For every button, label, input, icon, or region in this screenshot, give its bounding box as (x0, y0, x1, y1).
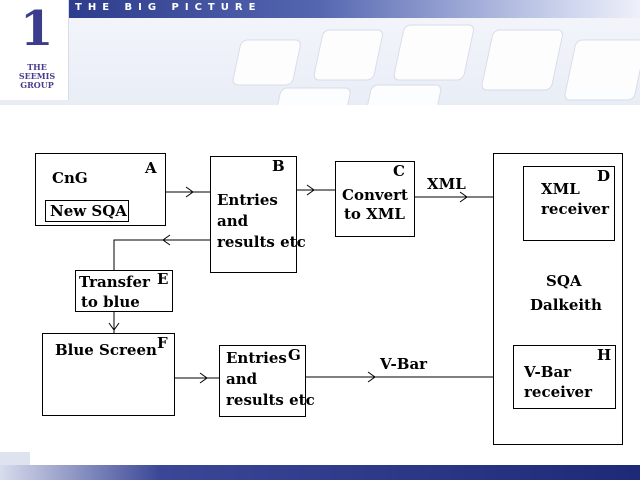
edge-g-h-arrowhead (367, 371, 376, 383)
node-b-letter: B (272, 157, 285, 175)
node-a-sublabel: New SQA (50, 202, 127, 220)
edge-f-g-arrowhead (199, 372, 208, 384)
node-e-letter: E (157, 270, 169, 288)
logo-numeral: 1 (20, 1, 54, 57)
seemis-logo: 1 THE SEEMIS GROUP (0, 0, 69, 100)
node-c-line-2: to XML (344, 205, 405, 223)
sqa-label-line-1: SQA (546, 272, 582, 290)
node-g-letter: G (288, 346, 301, 364)
keyboard-keys-graphic (232, 24, 640, 105)
node-a-subbox (45, 200, 129, 222)
node-g-line-1: Entries (226, 349, 287, 367)
node-h-vbar-receiver (513, 345, 616, 409)
node-b-line-3: results etc (217, 233, 306, 251)
edge-a-b-arrowhead (185, 186, 194, 198)
node-c-convert (335, 161, 415, 237)
node-d-line-1: XML (541, 180, 580, 198)
sqa-label-line-2: Dalkeith (530, 296, 602, 314)
edge-b-e-arrowhead (162, 234, 171, 246)
node-a-letter: A (145, 159, 157, 177)
node-g-line-2: and (226, 370, 258, 388)
node-h-letter: H (597, 346, 612, 364)
logo-line-2: SEEMIS (18, 71, 56, 81)
node-e-line-1: Transfer (79, 273, 150, 291)
node-g-line-3: results etc (226, 391, 315, 409)
node-e-line-2: to blue (81, 293, 140, 311)
node-b-line-1: Entries (217, 191, 278, 209)
node-b-entries (210, 156, 297, 273)
node-d-xml-receiver (523, 166, 615, 241)
edge-b-e (113, 239, 210, 270)
edge-label-vbar: V-Bar (380, 355, 428, 373)
banner-strip: THE BIG PICTURE (55, 0, 640, 18)
edge-c-d-arrowhead (459, 191, 468, 203)
node-e-transfer (75, 270, 173, 312)
banner-title: THE BIG PICTURE (75, 2, 262, 13)
node-a-label: CnG (52, 169, 88, 187)
node-c-letter: C (393, 162, 405, 180)
logo-line-3: GROUP (20, 80, 54, 90)
edge-b-c-arrowhead (306, 184, 315, 196)
node-f-label: Blue Screen (55, 341, 157, 359)
node-g-entries (219, 345, 306, 417)
node-d-letter: D (597, 167, 611, 185)
node-b-line-2: and (217, 212, 249, 230)
node-h-line-1: V-Bar (524, 363, 572, 381)
node-f-blue-screen (42, 333, 175, 416)
logo-line-1: THE (27, 62, 47, 72)
node-d-line-2: receiver (541, 200, 609, 218)
node-f-letter: F (157, 334, 168, 352)
node-c-line-1: Convert (342, 186, 408, 204)
edge-label-xml: XML (427, 175, 466, 193)
footer-bar (0, 465, 640, 480)
edge-e-f-arrowhead (108, 322, 120, 331)
node-h-line-2: receiver (524, 383, 592, 401)
header-banner: THE BIG PICTURE 1 THE SEEMIS GROUP (0, 0, 640, 105)
